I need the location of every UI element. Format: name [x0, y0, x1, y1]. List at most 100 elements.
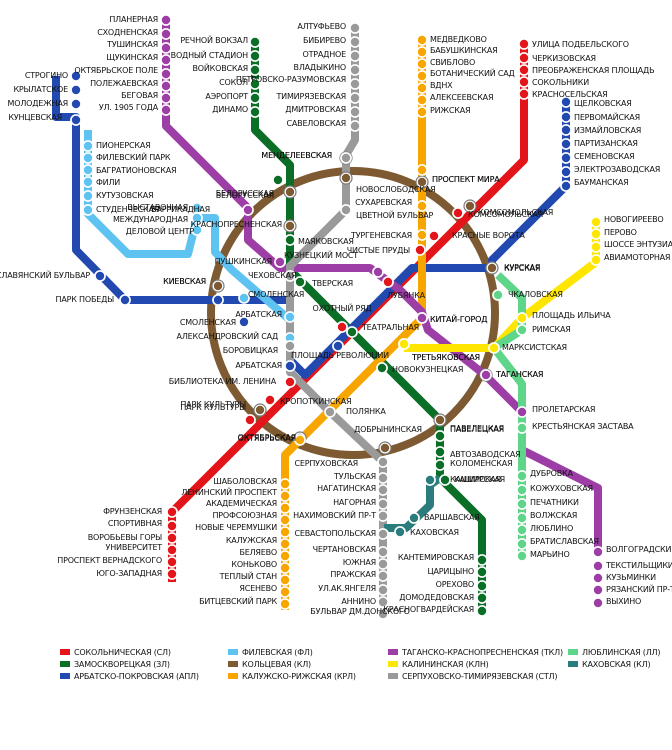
orange-station-dot[interactable] — [280, 587, 290, 597]
red-station-dot[interactable] — [519, 77, 529, 87]
lightblue-station-dot[interactable] — [285, 312, 295, 322]
lightblue-station-dot[interactable] — [83, 191, 93, 201]
blue-station-dot[interactable] — [239, 317, 249, 327]
red-station-dot[interactable] — [337, 322, 347, 332]
green-station-dot[interactable] — [435, 447, 445, 457]
orange-station-dot[interactable] — [417, 230, 427, 240]
orange-station-dot[interactable] — [295, 435, 305, 445]
lightblue-station-dot[interactable] — [83, 141, 93, 151]
purple-station-dot[interactable] — [161, 93, 171, 103]
yellow-station-dot[interactable] — [591, 229, 601, 239]
purple-station-dot[interactable] — [161, 43, 171, 53]
green-station-dot[interactable] — [250, 93, 260, 103]
yellow-station-dot[interactable] — [591, 217, 601, 227]
red-station-dot[interactable] — [453, 208, 463, 218]
purple-station-dot[interactable] — [593, 585, 603, 595]
lime-station-dot[interactable] — [517, 325, 527, 335]
brown-station-dot[interactable] — [487, 263, 497, 273]
orange-station-dot[interactable] — [280, 575, 290, 585]
purple-station-dot[interactable] — [161, 105, 171, 115]
lime-station-dot[interactable] — [517, 485, 527, 495]
green-station-dot[interactable] — [435, 431, 445, 441]
red-station-dot[interactable] — [167, 557, 177, 567]
gray-station-dot[interactable] — [285, 341, 295, 351]
gray-station-dot[interactable] — [378, 473, 388, 483]
lime-station-dot[interactable] — [517, 551, 527, 561]
gray-station-dot[interactable] — [350, 23, 360, 33]
lightblue-station-dot[interactable] — [239, 293, 249, 303]
brown-station-dot[interactable] — [465, 201, 475, 211]
gray-station-dot[interactable] — [378, 457, 388, 467]
gray-station-dot[interactable] — [378, 559, 388, 569]
lightblue-station-dot[interactable] — [83, 177, 93, 187]
teal-station-dot[interactable] — [425, 475, 435, 485]
green-station-dot[interactable] — [250, 107, 260, 117]
orange-station-dot[interactable] — [280, 479, 290, 489]
green-station-dot[interactable] — [250, 79, 260, 89]
gray-station-dot[interactable] — [350, 37, 360, 47]
red-station-dot[interactable] — [519, 89, 529, 99]
gray-station-dot[interactable] — [350, 107, 360, 117]
purple-station-dot[interactable] — [593, 547, 603, 557]
orange-station-dot[interactable] — [417, 201, 427, 211]
green-station-dot[interactable] — [347, 327, 357, 337]
purple-station-dot[interactable] — [593, 561, 603, 571]
yellow-station-dot[interactable] — [591, 242, 601, 252]
red-station-dot[interactable] — [285, 377, 295, 387]
green-station-dot[interactable] — [477, 555, 487, 565]
gray-station-dot[interactable] — [341, 205, 351, 215]
brown-station-dot[interactable] — [435, 415, 445, 425]
lime-station-dot[interactable] — [517, 525, 527, 535]
red-station-dot[interactable] — [519, 53, 529, 63]
purple-station-dot[interactable] — [417, 313, 427, 323]
lime-station-dot[interactable] — [517, 423, 527, 433]
red-station-dot[interactable] — [429, 231, 439, 241]
green-station-dot[interactable] — [285, 235, 295, 245]
lightblue-station-dot[interactable] — [192, 225, 202, 235]
blue-station-dot[interactable] — [561, 153, 571, 163]
blue-station-dot[interactable] — [71, 99, 81, 109]
orange-station-dot[interactable] — [417, 107, 427, 117]
lime-station-dot[interactable] — [517, 499, 527, 509]
orange-station-dot[interactable] — [280, 527, 290, 537]
gray-station-dot[interactable] — [378, 511, 388, 521]
blue-station-dot[interactable] — [561, 97, 571, 107]
brown-station-dot[interactable] — [285, 187, 295, 197]
yellow-station-dot[interactable] — [517, 313, 527, 323]
gray-station-dot[interactable] — [378, 571, 388, 581]
orange-station-dot[interactable] — [417, 83, 427, 93]
blue-station-dot[interactable] — [71, 85, 81, 95]
blue-station-dot[interactable] — [561, 167, 571, 177]
red-station-dot[interactable] — [415, 245, 425, 255]
red-station-dot[interactable] — [265, 395, 275, 405]
green-station-dot[interactable] — [250, 65, 260, 75]
gray-station-dot[interactable] — [341, 153, 351, 163]
brown-station-dot[interactable] — [341, 173, 351, 183]
brown-station-dot[interactable] — [255, 405, 265, 415]
green-station-dot[interactable] — [250, 37, 260, 47]
blue-station-dot[interactable] — [71, 115, 81, 125]
blue-station-dot[interactable] — [561, 181, 571, 191]
lightblue-station-dot[interactable] — [192, 213, 202, 223]
blue-station-dot[interactable] — [120, 295, 130, 305]
teal-station-dot[interactable] — [409, 513, 419, 523]
gray-station-dot[interactable] — [378, 529, 388, 539]
yellow-station-dot[interactable] — [399, 339, 409, 349]
brown-station-dot[interactable] — [417, 177, 427, 187]
red-station-dot[interactable] — [167, 521, 177, 531]
red-station-dot[interactable] — [167, 533, 177, 543]
orange-station-dot[interactable] — [280, 503, 290, 513]
orange-station-dot[interactable] — [417, 71, 427, 81]
yellow-station-dot[interactable] — [591, 255, 601, 265]
green-station-dot[interactable] — [477, 593, 487, 603]
orange-station-dot[interactable] — [417, 59, 427, 69]
orange-station-dot[interactable] — [417, 35, 427, 45]
orange-station-dot[interactable] — [280, 599, 290, 609]
blue-station-dot[interactable] — [561, 112, 571, 122]
blue-station-dot[interactable] — [285, 361, 295, 371]
gray-station-dot[interactable] — [378, 609, 388, 619]
green-station-dot[interactable] — [377, 363, 387, 373]
lightblue-station-dot[interactable] — [83, 153, 93, 163]
lime-station-dot[interactable] — [517, 471, 527, 481]
gray-station-dot[interactable] — [378, 485, 388, 495]
